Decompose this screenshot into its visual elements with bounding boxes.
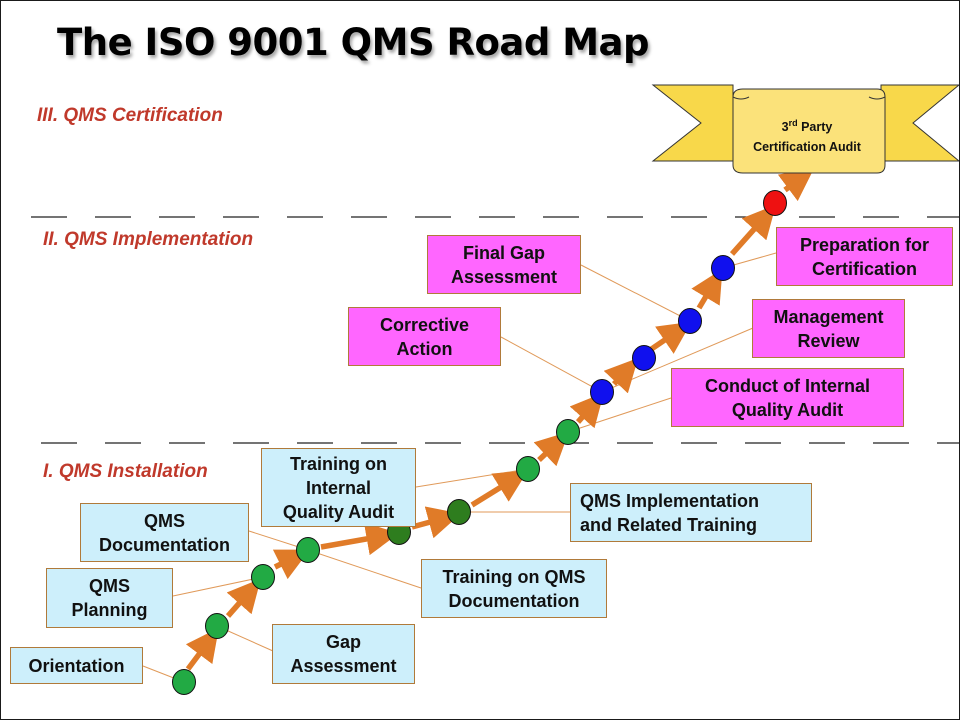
- step-training-qms-documentation: Training on QMS Documentation: [421, 559, 607, 618]
- milestone-dot: [516, 456, 540, 482]
- banner-ordinal: 3: [781, 120, 789, 135]
- arrow-2: [225, 578, 261, 618]
- arrow-10: [648, 321, 692, 354]
- step-final-gap-assessment: Final Gap Assessment: [427, 235, 581, 294]
- arrow-4: [320, 522, 400, 556]
- milestone-dot: [711, 255, 735, 281]
- banner-scroll: [732, 88, 886, 174]
- arrow-8: [569, 392, 604, 429]
- arrow-3: [272, 549, 310, 580]
- certification-audit-label: 3rd Party Certification Audit: [737, 113, 877, 157]
- step-gap-assessment: Gap Assessment: [272, 624, 415, 684]
- step-conduct-internal-quality-audit: Conduct of Internal Quality Audit: [671, 368, 904, 427]
- milestone-dot: [205, 613, 229, 639]
- step-preparation-for-certification: Preparation for Certification: [776, 227, 953, 286]
- step-corrective-action: Corrective Action: [348, 307, 501, 366]
- step-qms-documentation: QMS Documentation: [80, 503, 249, 562]
- arrow-9: [603, 357, 639, 394]
- arrow-1: [185, 627, 219, 671]
- certification-banner: [651, 84, 959, 174]
- road-arrows: [185, 168, 815, 671]
- banner-party: Party: [797, 120, 833, 135]
- step-qms-planning: QMS Planning: [46, 568, 173, 628]
- arrow-7: [533, 431, 569, 467]
- phase-label-certification: III. QMS Certification: [37, 105, 223, 126]
- step-training-internal-quality-audit: Training on Internal Quality Audit: [261, 448, 416, 527]
- banner-ordinal-suffix: rd: [788, 118, 798, 128]
- milestones: [172, 190, 787, 695]
- connector-training-qms-doc: [307, 549, 422, 589]
- milestone-dot: [251, 564, 275, 590]
- phase-label-installation: I. QMS Installation: [43, 461, 208, 482]
- banner-right-tail: [880, 84, 959, 162]
- connector-final-gap: [580, 264, 691, 322]
- page-title: The ISO 9001 QMS Road Map: [57, 21, 649, 64]
- banner-left-tail: [651, 84, 734, 162]
- milestone-dot: [763, 190, 787, 216]
- phase-label-implementation: II. QMS Implementation: [43, 229, 254, 250]
- arrow-6: [470, 470, 529, 508]
- milestone-dot: [590, 379, 614, 405]
- banner-line2: Certification Audit: [753, 140, 861, 155]
- milestone-dot: [678, 308, 702, 334]
- arrow-5: [411, 506, 461, 539]
- milestone-dot: [296, 537, 320, 563]
- milestone-dot: [632, 345, 656, 371]
- step-qms-implementation-training: QMS Implementation and Related Training: [570, 483, 812, 542]
- arrow-11: [691, 268, 723, 310]
- arrow-12: [729, 204, 776, 256]
- milestone-dot: [447, 499, 471, 525]
- step-management-review: Management Review: [752, 299, 905, 358]
- step-orientation: Orientation: [10, 647, 143, 684]
- arrow-13: [777, 168, 815, 202]
- connector-corrective-action: [500, 336, 603, 393]
- milestone-dot: [172, 669, 196, 695]
- milestone-dot: [556, 419, 580, 445]
